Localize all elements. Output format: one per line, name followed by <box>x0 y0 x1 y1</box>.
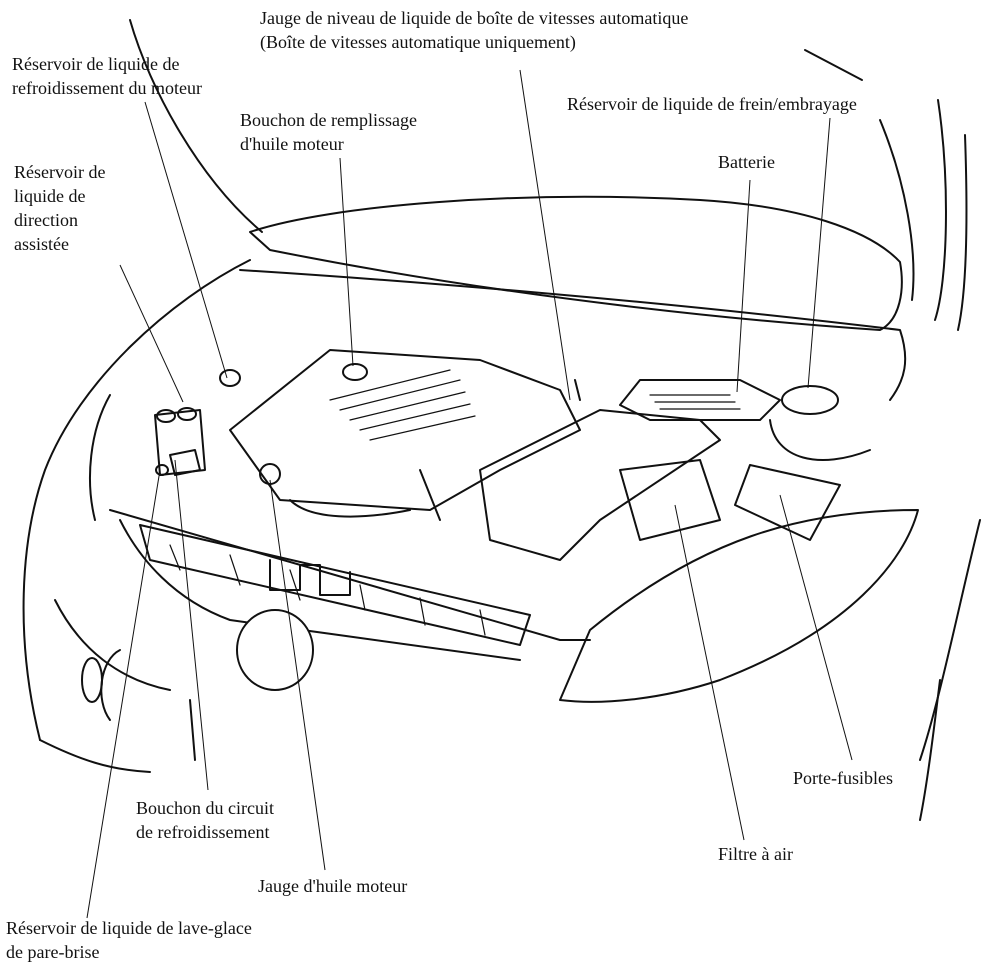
left-reservoirs <box>154 407 206 476</box>
label-brake-reservoir: Réservoir de liquide de frein/embrayage <box>567 94 857 114</box>
label-battery: Batterie <box>718 152 775 172</box>
label-oil-filler-cap: Bouchon de remplissage d'huile moteur <box>240 110 417 154</box>
label-fuse-box: Porte-fusibles <box>793 768 893 788</box>
label-coolant-reservoir: Réservoir de liquide de refroidissement … <box>12 54 202 98</box>
label-oil-dipstick: Jauge d'huile moteur <box>258 876 408 896</box>
front-grille <box>139 524 531 646</box>
leader-lines <box>86 69 853 919</box>
label-radiator-cap: Bouchon du circuit de refroidissement <box>136 798 274 842</box>
label-washer-reservoir: Réservoir de liquide de lave-glace de pa… <box>6 918 252 962</box>
engine-cover <box>219 349 721 561</box>
car-body-outline <box>22 259 981 821</box>
fog-lamp <box>236 609 314 691</box>
label-power-steering-reservoir: Réservoir de liquide de direction assist… <box>14 162 106 254</box>
battery-and-fusebox <box>574 379 871 541</box>
label-air-filter: Filtre à air <box>718 844 793 864</box>
label-atf-dipstick: Jauge de niveau de liquide de boîte de v… <box>260 8 689 52</box>
hood-outline <box>129 19 968 331</box>
